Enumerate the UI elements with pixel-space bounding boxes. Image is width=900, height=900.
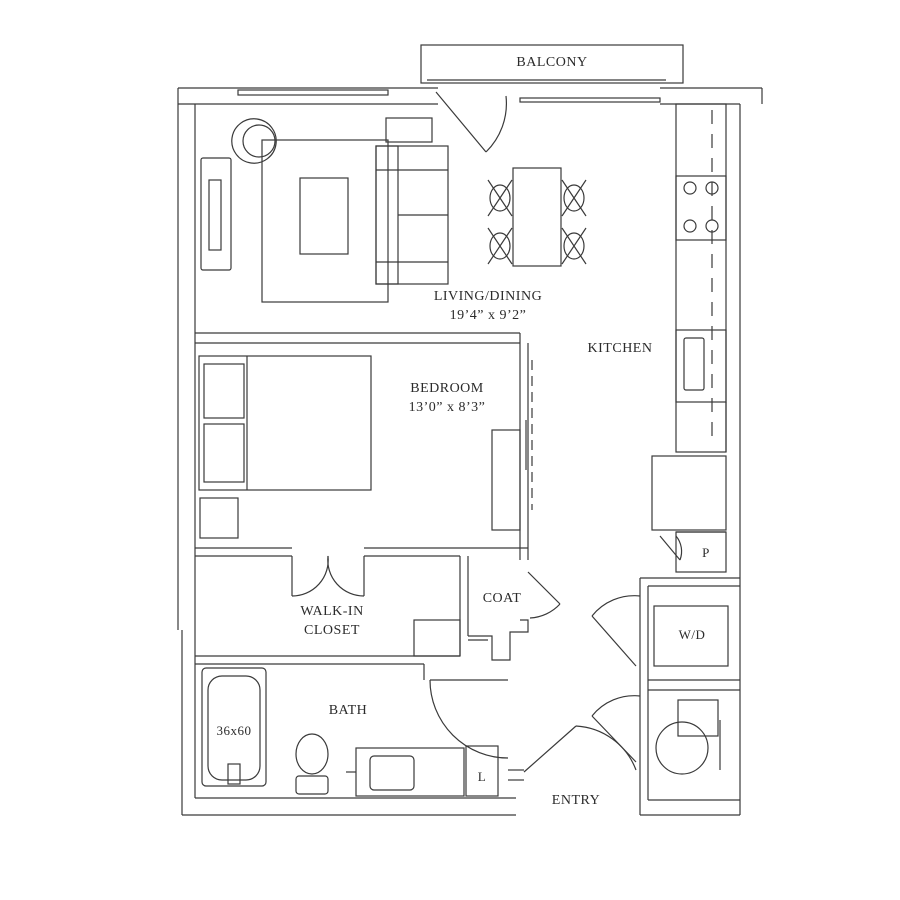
bath-fixtures: [201, 667, 499, 797]
living-dining-dims: 19’4” x 9’2”: [449, 308, 527, 323]
kitchen-fixtures: [651, 103, 727, 573]
bedroom-dims: 13’0” x 8’3”: [408, 400, 486, 415]
coat-label: COAT: [482, 591, 522, 606]
laundry-fixtures: [653, 605, 729, 775]
bedroom-furniture: [198, 355, 533, 539]
doors: [291, 91, 683, 773]
pantry-label: P: [702, 545, 710, 560]
living-dining-label: LIVING/DINING: [433, 289, 543, 304]
bedroom-label: BEDROOM: [410, 381, 484, 396]
interior-walls: [195, 332, 740, 815]
walk-in-closet-label-line1: WALK-IN: [300, 604, 364, 619]
balcony: [420, 44, 684, 84]
living-furniture: [200, 117, 587, 303]
washer-dryer-label: W/D: [678, 627, 706, 642]
exterior-walls: [177, 87, 763, 816]
tub-label: 36x60: [216, 723, 252, 738]
kitchen-label: KITCHEN: [587, 341, 653, 356]
walk-in-closet-label-line2: CLOSET: [304, 623, 360, 638]
linen-closet-label: L: [477, 769, 487, 784]
entry-label: ENTRY: [551, 793, 601, 808]
bath-label: BATH: [328, 703, 368, 718]
balcony-label: BALCONY: [516, 55, 588, 70]
